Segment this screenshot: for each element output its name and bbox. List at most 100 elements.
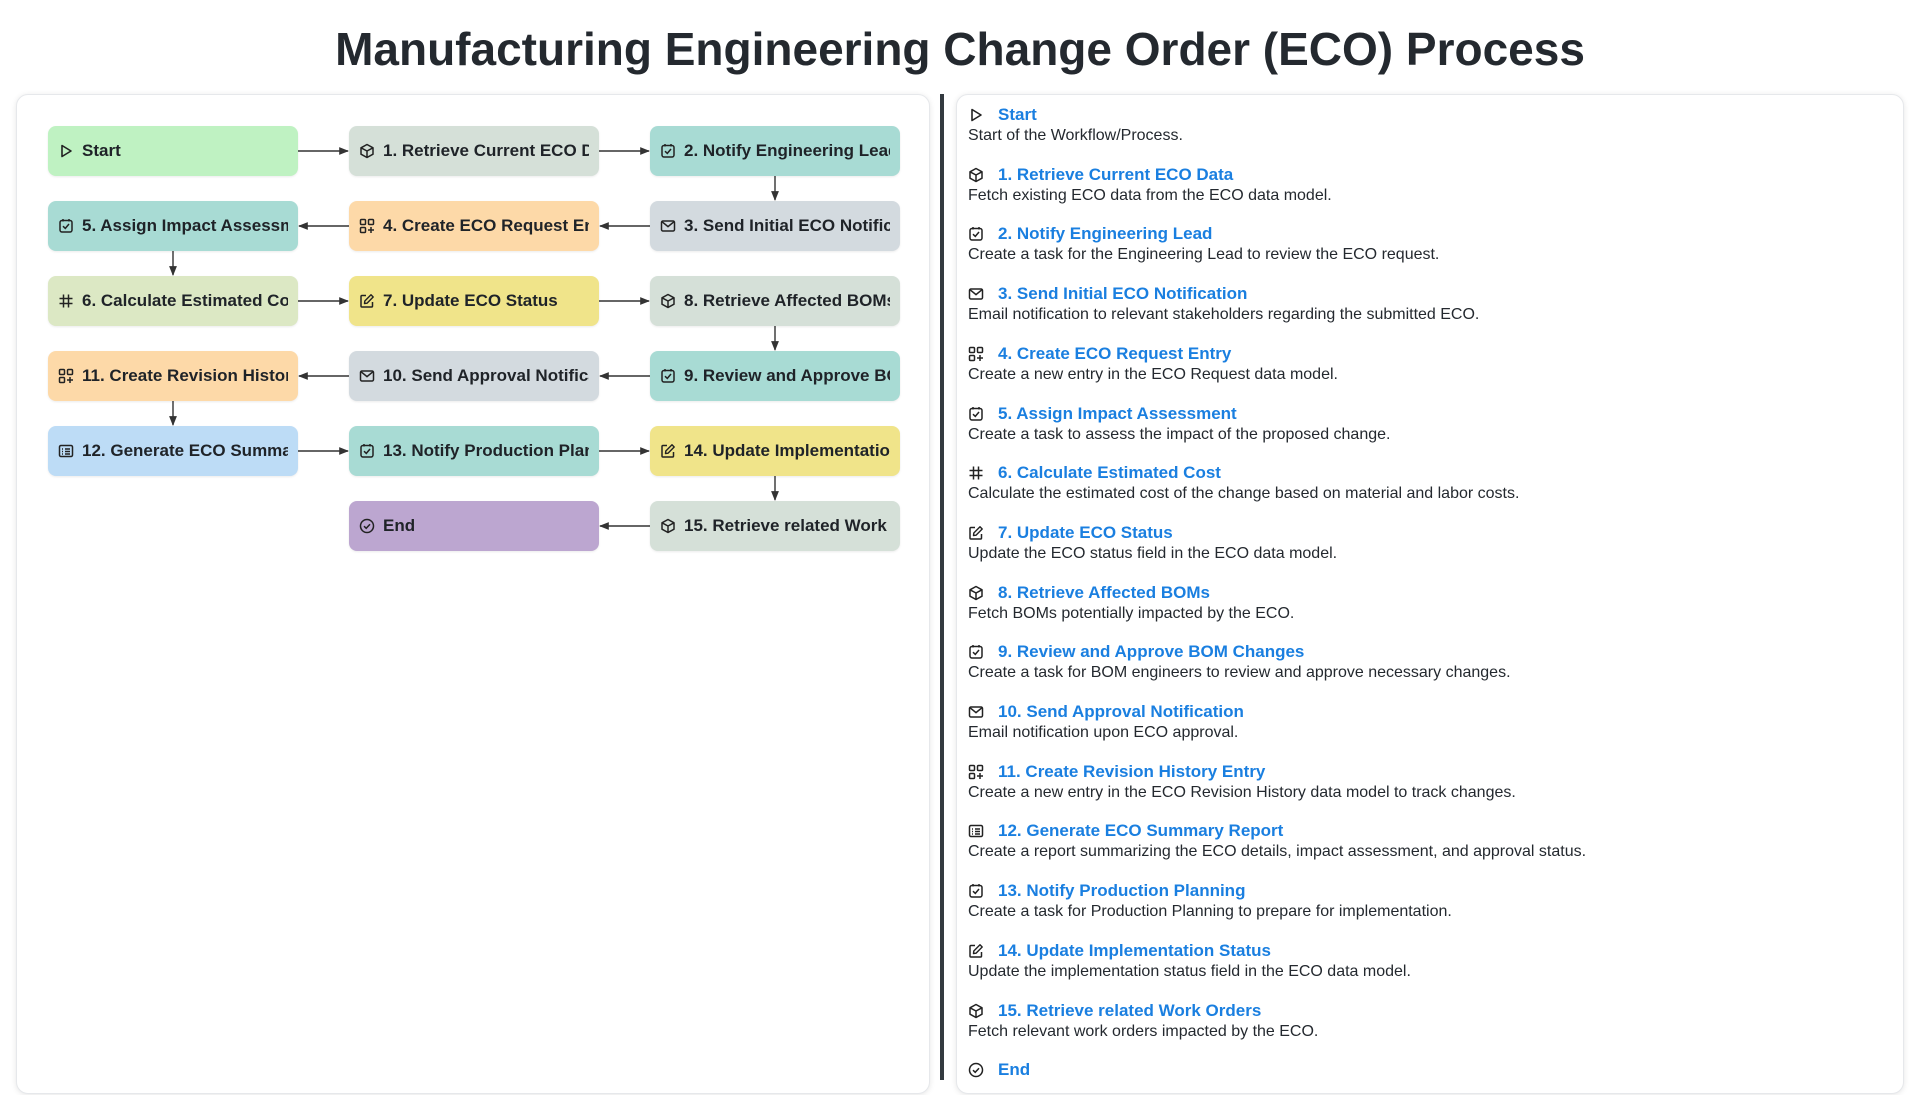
step-header: 13. Notify Production Planning [968, 880, 1888, 902]
step-title-link[interactable]: 5. Assign Impact Assessment [998, 403, 1237, 423]
flow-node-n6[interactable]: 6. Calculate Estimated Cost [48, 276, 298, 326]
step-title-link[interactable]: 13. Notify Production Planning [998, 881, 1246, 901]
flow-node-n3[interactable]: 3. Send Initial ECO Notification [650, 201, 900, 251]
cube-icon [968, 585, 984, 601]
step-title-link[interactable]: Start [998, 105, 1037, 124]
flow-node-label: 12. Generate ECO Summary Report [82, 441, 288, 460]
step-title-link[interactable]: 11. Create Revision History Entry [998, 761, 1266, 781]
task-check-icon [660, 368, 676, 384]
step-description: Update the ECO status field in the ECO d… [968, 544, 1338, 562]
cube-icon [968, 1003, 984, 1019]
flow-node-n7[interactable]: 7. Update ECO Status [349, 276, 599, 326]
step-title-link[interactable]: 15. Retrieve related Work Orders [998, 1000, 1262, 1020]
step-description: Email notification to relevant stakehold… [968, 306, 1480, 324]
flow-node-n5[interactable]: 5. Assign Impact Assessment [48, 201, 298, 251]
task-check-icon [968, 226, 984, 242]
step-title-link[interactable]: 9. Review and Approve BOM Changes [998, 642, 1305, 662]
step-title-link[interactable]: 4. Create ECO Request Entry [998, 343, 1232, 363]
step-header: 12. Generate ECO Summary Report [968, 820, 1888, 842]
step-title-link[interactable]: 14. Update Implementation Status [998, 940, 1271, 960]
flow-node-n1[interactable]: 1. Retrieve Current ECO Data [349, 126, 599, 176]
task-check-icon [968, 406, 984, 422]
step-title-link[interactable]: 6. Calculate Estimated Cost [998, 463, 1221, 483]
flow-node-n12[interactable]: 12. Generate ECO Summary Report [48, 426, 298, 476]
step-description: Fetch existing ECO data from the ECO dat… [968, 186, 1332, 204]
edit-icon [660, 443, 676, 459]
step-description: Start of the Workflow/Process. [968, 127, 1183, 144]
cube-icon [359, 143, 375, 159]
step-description: Fetch relevant work orders impacted by t… [968, 1022, 1319, 1040]
flow-edges [169, 147, 779, 530]
step-header: 5. Assign Impact Assessment [968, 403, 1888, 425]
flow-node-label: End [383, 516, 416, 535]
step-title-link[interactable]: 7. Update ECO Status [998, 522, 1173, 542]
flow-node-n15[interactable]: 15. Retrieve related Work Orders [650, 501, 900, 551]
flow-node-n14[interactable]: 14. Update Implementation Status [650, 426, 900, 476]
step-header: 6. Calculate Estimated Cost [968, 462, 1888, 484]
grid-plus-icon [58, 368, 74, 384]
cube-icon [660, 518, 676, 534]
grid-plus-icon [359, 218, 375, 234]
hash-icon [968, 465, 984, 481]
flow-node-end[interactable]: End [349, 501, 599, 551]
page-title: Manufacturing Engineering Change Order (… [335, 23, 1585, 75]
step-header: Start [968, 104, 1888, 126]
flow-node-n2[interactable]: 2. Notify Engineering Lead [650, 126, 900, 176]
step-description: Update the implementation status field i… [968, 962, 1411, 980]
step-header: 14. Update Implementation Status [968, 940, 1888, 962]
step-header: 10. Send Approval Notification [968, 701, 1888, 723]
step-header: 7. Update ECO Status [968, 522, 1888, 544]
flow-node-label: Start [82, 141, 121, 160]
flow-node-n13[interactable]: 13. Notify Production Planning [349, 426, 599, 476]
report-icon [968, 823, 984, 839]
step-description: Fetch BOMs potentially impacted by the E… [968, 604, 1295, 622]
step-header: 11. Create Revision History Entry [968, 761, 1888, 783]
step-title-link[interactable]: 12. Generate ECO Summary Report [998, 821, 1284, 841]
step-title-link[interactable]: 2. Notify Engineering Lead [998, 224, 1213, 244]
flow-node-n10[interactable]: 10. Send Approval Notification [349, 351, 599, 401]
task-check-icon [968, 883, 984, 899]
step-description: Calculate the estimated cost of the chan… [968, 485, 1520, 503]
report-icon [58, 443, 74, 459]
flowchart-panel[interactable]: Start 1. Retrieve Current ECO Data 2. Noti… [16, 94, 930, 1094]
flow-node-label: 14. Update Implementation Status [684, 441, 890, 460]
task-check-icon [660, 143, 676, 159]
panel-divider[interactable] [940, 94, 944, 1080]
step-item: End [968, 1059, 1888, 1081]
step-title-link[interactable]: 10. Send Approval Notification [998, 702, 1244, 721]
flow-node-n11[interactable]: 11. Create Revision History Entry [48, 351, 298, 401]
play-icon [968, 107, 984, 123]
flow-node-label: 11. Create Revision History Entry [82, 366, 288, 385]
step-title-link[interactable]: End [998, 1060, 1031, 1080]
task-check-icon [968, 644, 984, 660]
step-description: Create a task for BOM engineers to revie… [968, 664, 1511, 682]
step-description: Email notification upon ECO approval. [968, 724, 1239, 741]
edit-icon [968, 525, 984, 541]
step-description: Create a task to assess the impact of th… [968, 425, 1391, 443]
flow-node-n9[interactable]: 9. Review and Approve BOM Changes [650, 351, 900, 401]
flow-node-start[interactable]: Start [48, 126, 298, 176]
step-header: 15. Retrieve related Work Orders [968, 1000, 1888, 1022]
step-title-link[interactable]: 1. Retrieve Current ECO Data [998, 164, 1234, 184]
step-title-link[interactable]: 3. Send Initial ECO Notification [998, 284, 1248, 304]
flow-node-label: 7. Update ECO Status [383, 291, 558, 310]
flow-node-label: 4. Create ECO Request Entry [383, 216, 589, 235]
flow-node-label: 5. Assign Impact Assessment [82, 216, 288, 235]
flow-node-n4[interactable]: 4. Create ECO Request Entry [349, 201, 599, 251]
edit-icon [359, 293, 375, 309]
step-title-link[interactable]: 8. Retrieve Affected BOMs [998, 582, 1210, 602]
flow-node-label: 13. Notify Production Planning [383, 441, 589, 460]
flow-node-n8[interactable]: 8. Retrieve Affected BOMs [650, 276, 900, 326]
flow-node-label: 15. Retrieve related Work Orders [684, 516, 890, 535]
step-header: 9. Review and Approve BOM Changes [968, 641, 1888, 663]
